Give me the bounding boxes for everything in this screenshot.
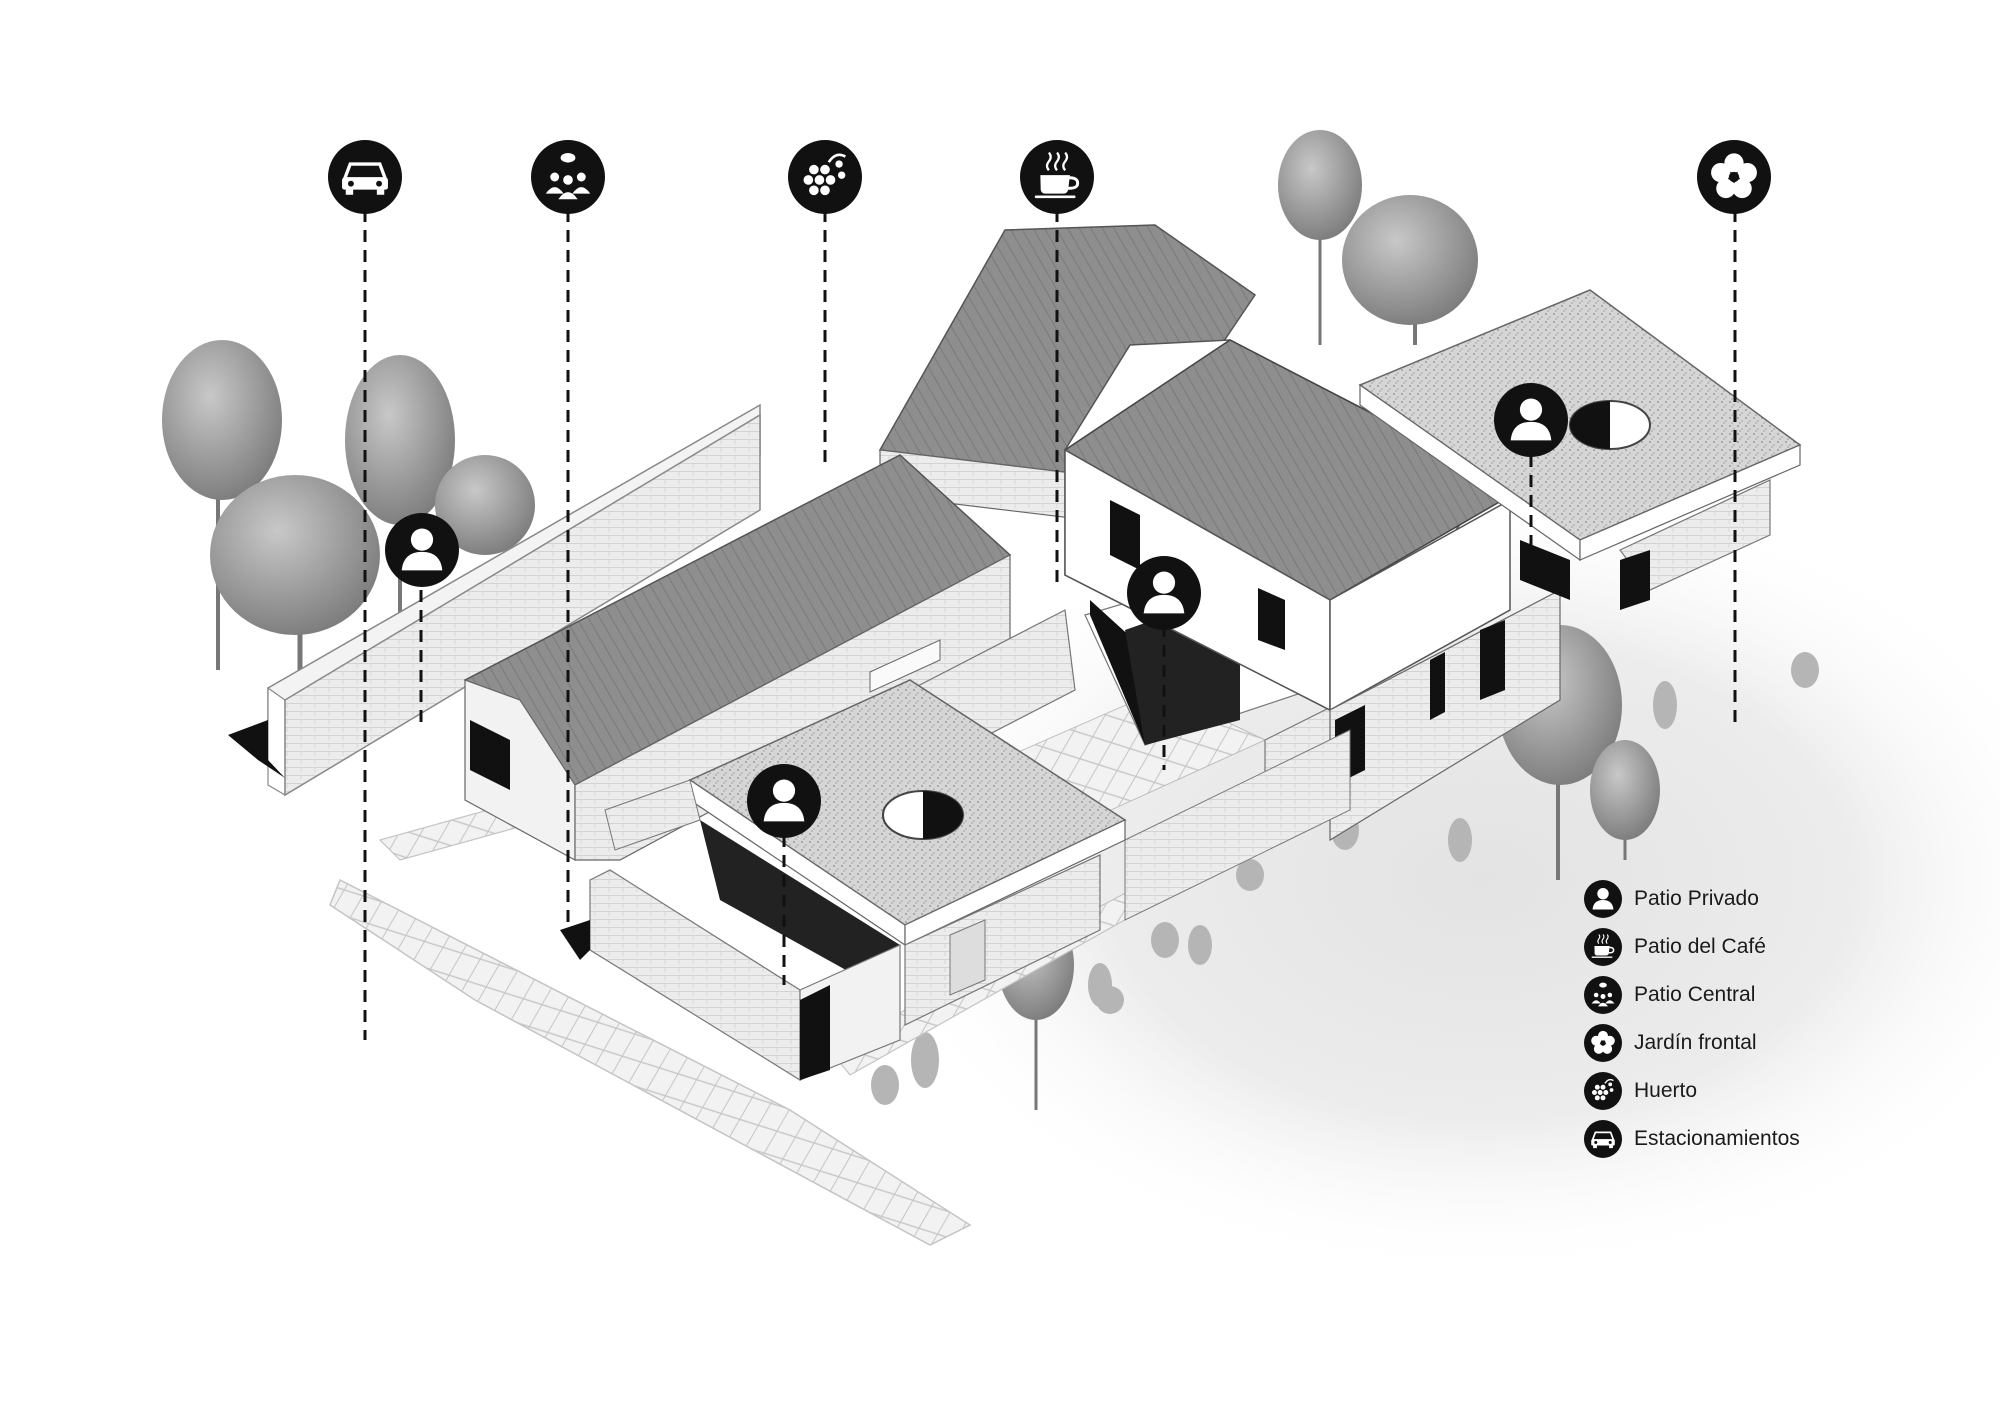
legend-item-orchard: Huerto	[1584, 1072, 1944, 1110]
front-green-roof-unit	[688, 679, 1127, 1026]
person-icon	[747, 764, 821, 838]
group-chat-icon	[1584, 976, 1622, 1014]
car-icon	[1584, 1120, 1622, 1158]
legend-item-front-garden: Jardín frontal	[1584, 1024, 1944, 1062]
tree-left-2	[210, 475, 380, 670]
legend-label: Patio Privado	[1634, 887, 1759, 910]
front-wall	[560, 729, 1351, 1082]
grapes-icon	[788, 140, 862, 214]
car-icon	[328, 140, 402, 214]
legend-label: Estacionamientos	[1634, 1127, 1800, 1150]
tree-left-4	[435, 455, 535, 555]
person-icon	[1494, 383, 1568, 457]
group-chat-icon	[531, 140, 605, 214]
top-icons	[328, 140, 1771, 214]
legend-label: Huerto	[1634, 1079, 1698, 1102]
flower-icon	[1584, 1024, 1622, 1062]
coffee-cup-icon	[1584, 928, 1622, 966]
tree-back-1	[1278, 130, 1362, 345]
legend-item-private-patio: Patio Privado	[1584, 880, 1944, 918]
flower-icon	[1697, 140, 1771, 214]
legend-label: Jardín frontal	[1634, 1031, 1757, 1054]
coffee-cup-icon	[1020, 140, 1094, 214]
legend-item-parking: Estacionamientos	[1584, 1120, 1944, 1158]
shrubs	[871, 652, 1819, 1105]
trees	[162, 130, 1819, 1110]
grapes-icon	[1584, 1072, 1622, 1110]
tree-back-2	[1342, 195, 1478, 345]
right-green-roof-unit	[1358, 289, 1802, 610]
legend-item-central-patio: Patio Central	[1584, 976, 1944, 1014]
person-icon	[1584, 880, 1622, 918]
legend-label: Patio del Café	[1634, 935, 1766, 958]
tree-right-2	[1590, 740, 1660, 860]
legend-item-cafe-patio: Patio del Café	[1584, 928, 1944, 966]
legend: Patio Privado Patio del Café Patio Centr…	[1584, 880, 1944, 1168]
person-icon	[1127, 556, 1201, 630]
leader-lines	[363, 210, 1737, 1040]
boundary-wall	[228, 403, 761, 797]
legend-label: Patio Central	[1634, 983, 1756, 1006]
person-icon	[385, 513, 459, 587]
